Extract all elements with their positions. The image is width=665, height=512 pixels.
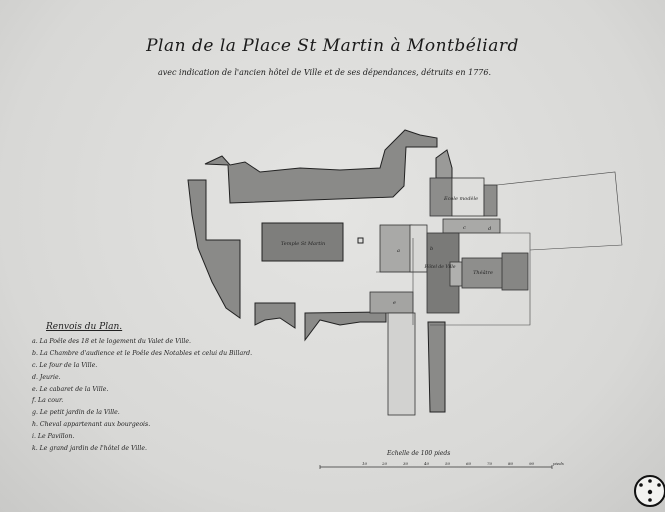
scale-tick: 40	[423, 461, 430, 466]
ecole-label: Ecole modèle	[443, 195, 478, 202]
letter-e: e	[393, 300, 396, 306]
archive-stamp	[634, 475, 665, 507]
scale-tick: 80	[508, 461, 514, 466]
legend-item: c. Le four de la Ville.	[32, 361, 98, 369]
ecole-east	[483, 184, 498, 217]
legend-item: k. Le grand jardin de l'hôtel de Ville.	[32, 445, 147, 453]
scale-title: Echelle de 100 pieds	[387, 450, 451, 457]
legend-item: h. Cheval appartenant aux bourgeois.	[32, 421, 151, 429]
south-east-strip	[427, 321, 446, 413]
legend-item: b. La Chambre d'audience et le Poêle des…	[32, 349, 253, 357]
ecole-court	[451, 177, 485, 217]
legend-item: f. La cour.	[32, 397, 64, 405]
south-block-1	[254, 302, 296, 329]
small-square	[357, 237, 364, 244]
legend-item: i. Le Pavillon.	[32, 433, 75, 441]
building-c	[442, 218, 501, 234]
legend-item: g. Le petit jardin de la Ville.	[32, 409, 120, 417]
letter-a: a	[397, 248, 400, 254]
south-block-2	[304, 311, 387, 342]
scale-bar	[319, 465, 553, 469]
scale-tick: 20	[381, 461, 388, 466]
north-east-spike	[435, 149, 453, 179]
scale-tick: 90	[529, 461, 535, 466]
scale-tick: 10	[362, 461, 368, 466]
legend-item: a. La Poêle des 18 et le logement du Val…	[32, 337, 192, 345]
scale-tick: 60	[466, 461, 472, 466]
building-a	[379, 224, 413, 273]
letter-d: d	[488, 226, 491, 232]
theatre-east	[501, 252, 529, 291]
theatre	[461, 257, 504, 289]
scale-unit: pieds	[553, 461, 564, 466]
theatre-label: Théâtre	[473, 269, 493, 276]
map-subtitle: avec indication de l'ancien hôtel de Vil…	[157, 68, 492, 77]
legend: Renvois du Plan. a. La Poêle des 18 et l…	[32, 322, 252, 455]
letter-b: b	[430, 246, 433, 252]
west-block	[187, 179, 241, 319]
legend-item: d. Jeurie.	[32, 373, 61, 381]
property-line-2	[430, 232, 531, 326]
hotel-label: Hôtel de Ville	[423, 263, 455, 270]
legend-heading: Renvois du Plan.	[46, 322, 123, 332]
letter-c: c	[463, 225, 466, 231]
scale-tick: 70	[487, 461, 493, 466]
south-corridor	[387, 312, 416, 416]
legend-item: e. Le cabaret de la Ville.	[32, 385, 109, 393]
scale-tick: 30	[403, 461, 409, 466]
scale-tick: 50	[445, 461, 451, 466]
north-block	[204, 129, 438, 204]
temple-building	[261, 222, 344, 262]
map-title: Plan de la Place St Martin à Montbéliard	[146, 36, 519, 56]
temple-label: Temple St Martin	[281, 241, 325, 247]
building-e	[369, 291, 414, 314]
property-line-1	[496, 171, 623, 251]
